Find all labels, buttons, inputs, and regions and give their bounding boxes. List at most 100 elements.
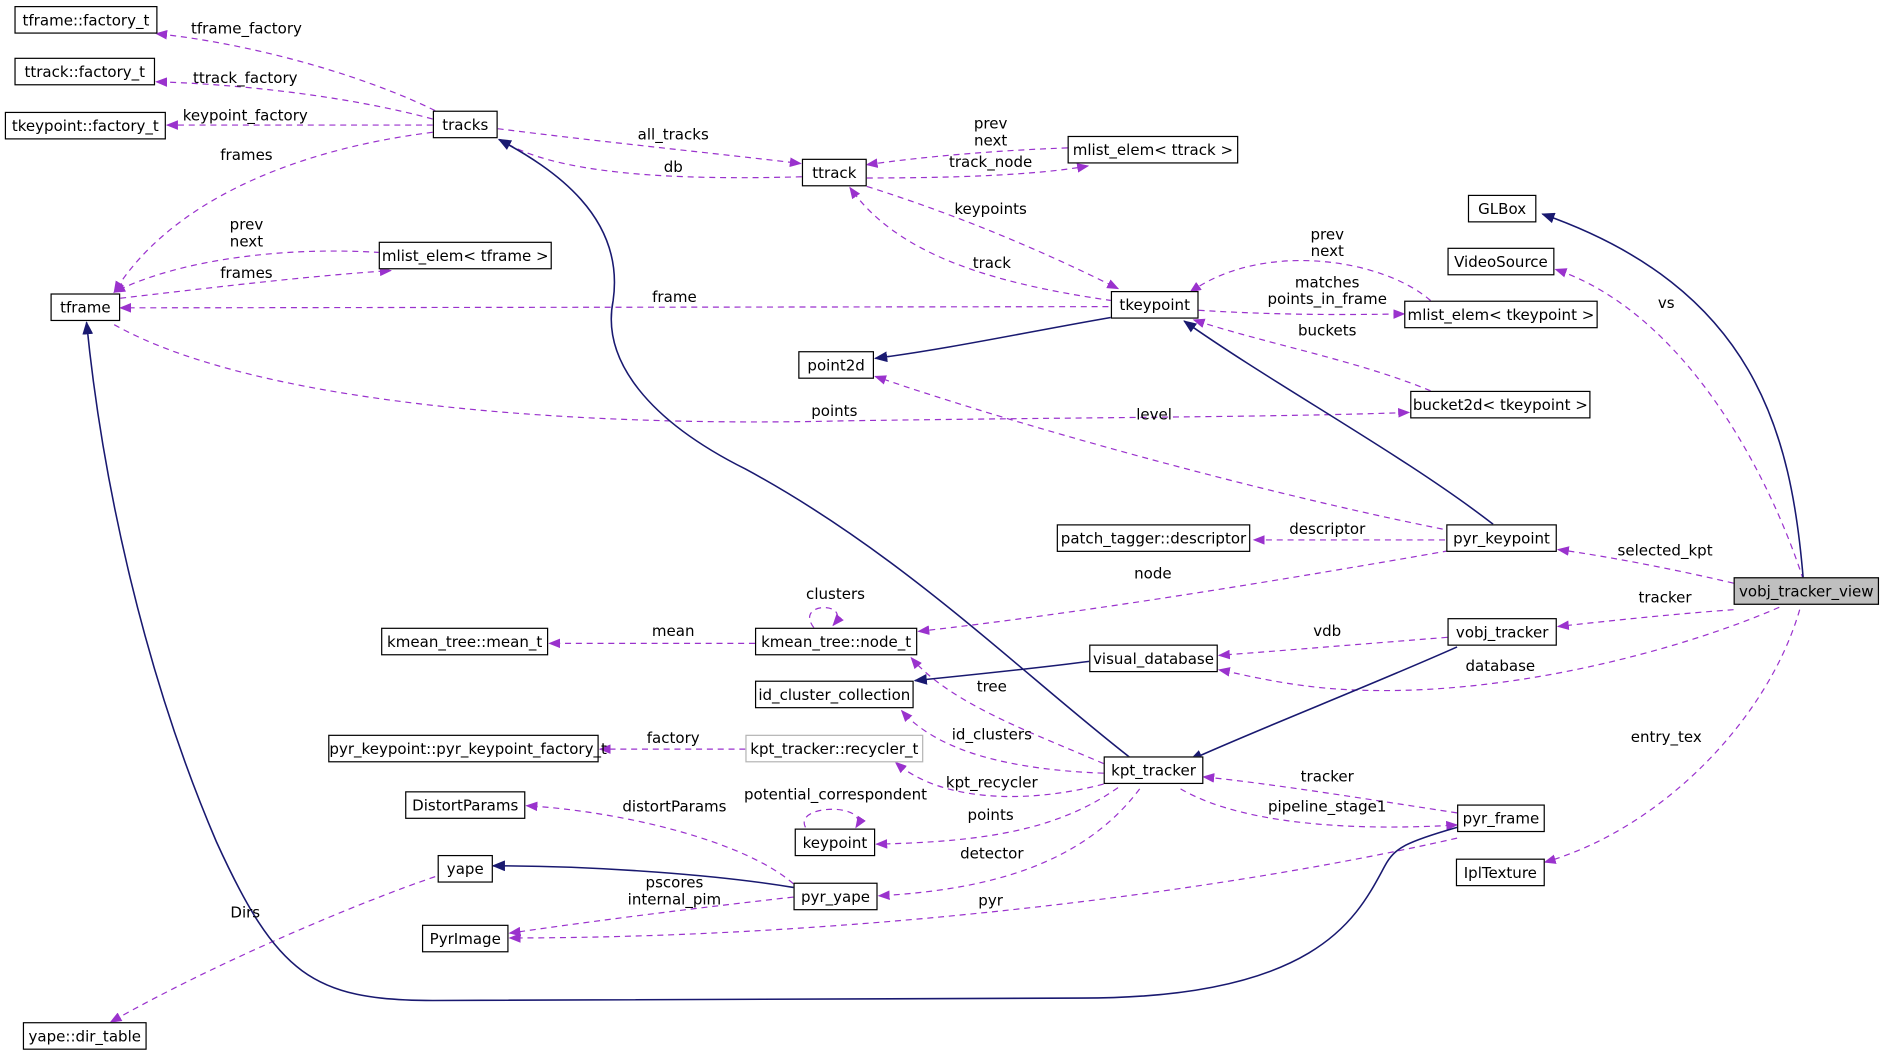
label-distort-params: distortParams <box>622 797 727 816</box>
node-ttrack-factory-t[interactable]: ttrack::factory_t <box>14 57 156 86</box>
edge-inherit-tracks <box>497 138 1131 759</box>
edge-frame <box>119 303 1109 313</box>
edge-frames-mid <box>120 266 392 299</box>
label-pyr: pyr <box>978 891 1003 910</box>
node-pyr-keypoint[interactable]: pyr_keypoint <box>1446 524 1557 552</box>
edge-points <box>113 324 1411 423</box>
node-ttrack[interactable]: ttrack <box>801 158 867 187</box>
node-visual-database[interactable]: visual_database <box>1089 644 1218 673</box>
label-track-node: track_node <box>948 152 1033 171</box>
edge-buckets <box>1192 318 1431 392</box>
edge-all-tracks <box>497 128 802 168</box>
edge-tracks-frames <box>113 131 433 294</box>
edge-prev-next-tkeypoint <box>1189 260 1432 302</box>
edge-node <box>917 550 1449 635</box>
edge-tree <box>910 656 1104 765</box>
edge-id-clusters <box>900 709 1104 774</box>
label-frame: frame <box>652 287 697 306</box>
edge-inherit-id-cluster <box>913 660 1090 685</box>
label-keypoints: keypoints <box>954 199 1027 218</box>
node-patch-tagger-descriptor[interactable]: patch_tagger::descriptor <box>1056 524 1251 552</box>
edge-points-kp <box>875 787 1119 849</box>
node-ipltexture[interactable]: IplTexture <box>1455 858 1545 887</box>
label-pipeline-stage1: pipeline_stage1 <box>1268 797 1387 816</box>
edge-vdb <box>1217 636 1448 660</box>
node-distortparams[interactable]: DistortParams <box>405 791 526 819</box>
label-buckets: buckets <box>1297 321 1357 340</box>
node-kmean-tree-node-t[interactable]: kmean_tree::node_t <box>754 627 918 656</box>
edge-track-node <box>866 163 1090 179</box>
edge-dirs <box>109 876 436 1023</box>
node-id-cluster-collection[interactable]: id_cluster_collection <box>754 680 914 709</box>
label-track: track <box>972 253 1011 272</box>
node-pyrimage[interactable]: PyrImage <box>421 924 509 953</box>
label-database: database <box>1465 656 1536 675</box>
node-mlist-elem-ttrack[interactable]: mlist_elem< ttrack > <box>1067 135 1239 164</box>
label-selected-kpt: selected_kpt <box>1617 541 1713 560</box>
edge-level <box>874 375 1443 530</box>
node-vobj-tracker[interactable]: vobj_tracker <box>1447 618 1557 646</box>
label-frames-top: frames <box>220 145 273 164</box>
node-videosource[interactable]: VideoSource <box>1447 247 1555 276</box>
label-tframe-factory: tframe_factory <box>190 19 302 38</box>
node-tframe-factory-t[interactable]: tframe::factory_t <box>14 6 158 34</box>
label-factory: factory <box>646 728 700 747</box>
edge-inherit-yape <box>491 860 794 889</box>
node-bucket2d-tkeypoint[interactable]: bucket2d< tkeypoint > <box>1410 390 1591 419</box>
edge-prev-next-ttrack <box>865 147 1068 168</box>
label-prev-next-tkeypoint: prev next <box>1310 224 1344 260</box>
node-yape-dir-table[interactable]: yape::dir_table <box>22 1022 147 1050</box>
label-tree: tree <box>976 677 1007 696</box>
label-vs: vs <box>1657 293 1675 312</box>
edge-inherit-tframe <box>82 321 1458 1002</box>
label-level: level <box>1136 405 1172 424</box>
node-pyr-keypoint-factory-t[interactable]: pyr_keypoint::pyr_keypoint_factory_t <box>328 734 607 763</box>
label-kpt-recycler: kpt_recycler <box>945 773 1038 792</box>
label-potential-correspondent: potential_correspondent <box>743 785 928 804</box>
edge-entry-tex <box>1543 609 1801 864</box>
node-tracks[interactable]: tracks <box>432 110 498 139</box>
label-prev-next-ttrack: prev next <box>973 114 1008 150</box>
node-yape[interactable]: yape <box>437 854 493 883</box>
label-tracker-pyr: tracker <box>1300 767 1354 786</box>
label-vdb: vdb <box>1313 621 1342 640</box>
edge-kpt-recycler <box>894 761 1104 798</box>
node-mlist-elem-tframe[interactable]: mlist_elem< tframe > <box>378 241 552 270</box>
node-tframe[interactable]: tframe <box>50 293 121 322</box>
edge-matches-points <box>1198 309 1406 319</box>
node-kmean-tree-mean-t[interactable]: kmean_tree::mean_t <box>381 627 549 656</box>
label-matches-points-in-frame: matches points_in_frame <box>1267 272 1387 308</box>
node-glbox[interactable]: GLBox <box>1467 194 1537 223</box>
node-pyr-yape[interactable]: pyr_yape <box>793 882 878 911</box>
node-vobj-tracker-view[interactable]: vobj_tracker_view <box>1733 577 1880 605</box>
node-mlist-elem-tkeypoint[interactable]: mlist_elem< tkeypoint > <box>1404 300 1598 329</box>
node-point2d[interactable]: point2d <box>798 351 874 379</box>
label-detector: detector <box>960 844 1024 863</box>
edge-keypoints <box>866 185 1120 290</box>
node-pyr-frame[interactable]: pyr_frame <box>1457 804 1545 833</box>
label-all-tracks: all_tracks <box>637 125 709 144</box>
node-tkeypoint[interactable]: tkeypoint <box>1110 291 1199 319</box>
edge-pyr <box>508 837 1458 943</box>
node-kpt-tracker[interactable]: kpt_tracker <box>1103 756 1204 785</box>
label-entry-tex: entry_tex <box>1630 727 1702 746</box>
label-descriptor: descriptor <box>1289 519 1366 538</box>
label-mean: mean <box>651 621 695 640</box>
edge-track <box>849 186 1113 302</box>
edge-clusters <box>809 606 844 629</box>
edge-prev-next-tframe <box>113 250 380 293</box>
node-kpt-tracker-recycler-t[interactable]: kpt_tracker::recycler_t <box>745 734 924 763</box>
label-ttrack-factory: ttrack_factory <box>192 68 298 87</box>
edge-inherit-point2d <box>874 316 1111 363</box>
edge-potential-correspondent <box>803 808 866 829</box>
edge-inherit-tkeypoint <box>1183 320 1494 525</box>
node-keypoint[interactable]: keypoint <box>794 828 876 857</box>
edge-selected-kpt <box>1556 546 1734 584</box>
node-tkeypoint-factory-t[interactable]: tkeypoint::factory_t <box>4 111 166 140</box>
edge-distort-params <box>525 801 794 885</box>
edge-tracker-view <box>1556 609 1734 631</box>
label-node: node <box>1134 563 1172 583</box>
edge-tframe-factory <box>155 29 446 116</box>
